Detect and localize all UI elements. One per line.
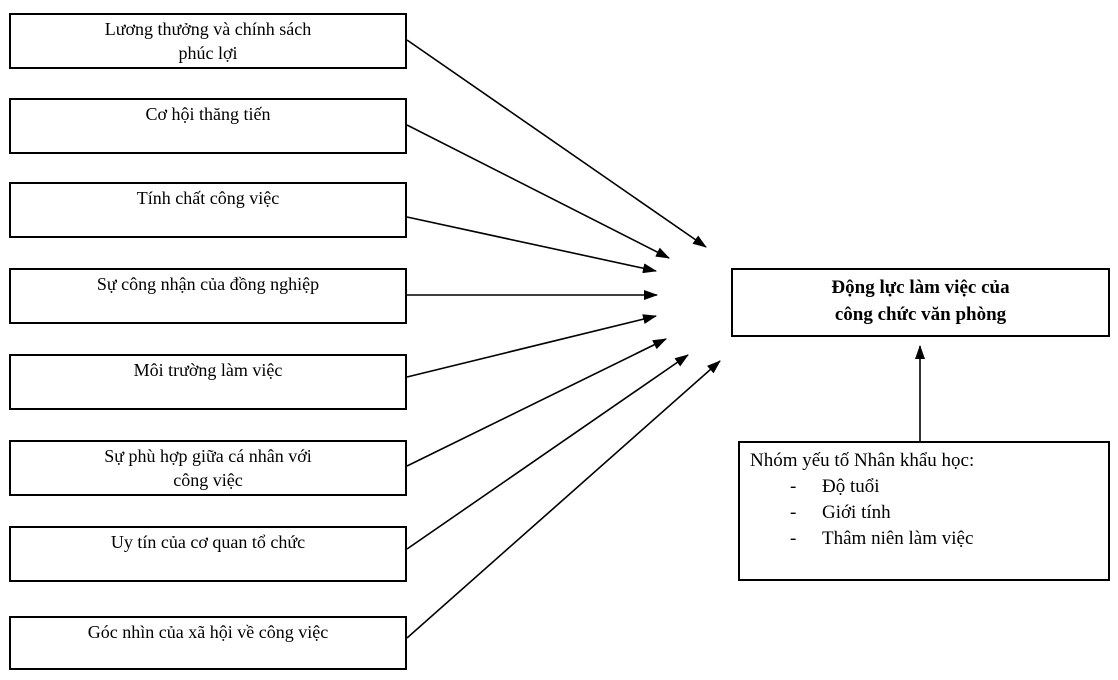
factor-7-line-1: Uy tín của cơ quan tổ chức bbox=[110, 532, 306, 552]
demographics-item-gender: - Giới tính bbox=[750, 500, 1108, 526]
dash-bullet: - bbox=[790, 476, 797, 497]
target-box: Động lực làm việc của công chức văn phòn… bbox=[731, 268, 1110, 337]
factor-box-5: Môi trường làm việc bbox=[9, 354, 407, 410]
target-line-2: công chức văn phòng bbox=[834, 304, 1007, 325]
factor-4-line-1: Sự công nhận của đồng nghiệp bbox=[96, 274, 320, 294]
factor-box-8: Góc nhìn của xã hội về công việc bbox=[9, 616, 407, 670]
factor-5-line-1: Môi trường làm việc bbox=[133, 360, 283, 380]
arrow-factor-7 bbox=[406, 354, 689, 550]
factor-box-6: Sự phù hợp giữa cá nhân với công việc bbox=[9, 440, 407, 496]
demographics-item-label: Giới tính bbox=[822, 502, 891, 523]
arrow-factor-8 bbox=[406, 360, 721, 639]
arrow-factor-6 bbox=[406, 338, 667, 467]
factor-3-line-1: Tính chất công việc bbox=[136, 188, 280, 208]
factor-box-2: Cơ hội thăng tiến bbox=[9, 98, 407, 154]
dash-bullet: - bbox=[790, 502, 797, 523]
factor-box-3: Tính chất công việc bbox=[9, 182, 407, 238]
factor-6-line-2: công việc bbox=[173, 470, 243, 490]
demographics-box: Nhóm yếu tố Nhân khẩu học: - Độ tuổi - G… bbox=[738, 441, 1110, 581]
arrow-factor-5 bbox=[406, 314, 657, 378]
demographics-item-label: Thâm niên làm việc bbox=[822, 528, 974, 549]
target-line-1: Động lực làm việc của bbox=[831, 277, 1010, 298]
factor-6-line-1: Sự phù hợp giữa cá nhân với bbox=[104, 446, 312, 466]
factor-1-line-2: phúc lợi bbox=[178, 43, 238, 63]
factor-box-1: Lương thưởng và chính sách phúc lợi bbox=[9, 13, 407, 69]
arrow-factor-3 bbox=[406, 216, 657, 274]
factor-8-line-1: Góc nhìn của xã hội về công việc bbox=[87, 622, 329, 642]
factor-box-7: Uy tín của cơ quan tổ chức bbox=[9, 526, 407, 582]
demographics-list: - Độ tuổi - Giới tính - Thâm niên làm vi… bbox=[750, 474, 1108, 552]
factor-2-line-1: Cơ hội thăng tiến bbox=[145, 104, 271, 124]
demographics-title: Nhóm yếu tố Nhân khẩu học: bbox=[750, 450, 975, 471]
factor-1-line-1: Lương thưởng và chính sách bbox=[104, 19, 312, 39]
dash-bullet: - bbox=[790, 528, 797, 549]
demographics-item-age: - Độ tuổi bbox=[750, 474, 1108, 500]
arrow-factor-2 bbox=[406, 124, 670, 259]
arrow-factor-1 bbox=[406, 39, 707, 248]
demographics-item-label: Độ tuổi bbox=[822, 476, 880, 497]
factor-box-4: Sự công nhận của đồng nghiệp bbox=[9, 268, 407, 324]
demographics-item-seniority: - Thâm niên làm việc bbox=[750, 526, 1108, 552]
